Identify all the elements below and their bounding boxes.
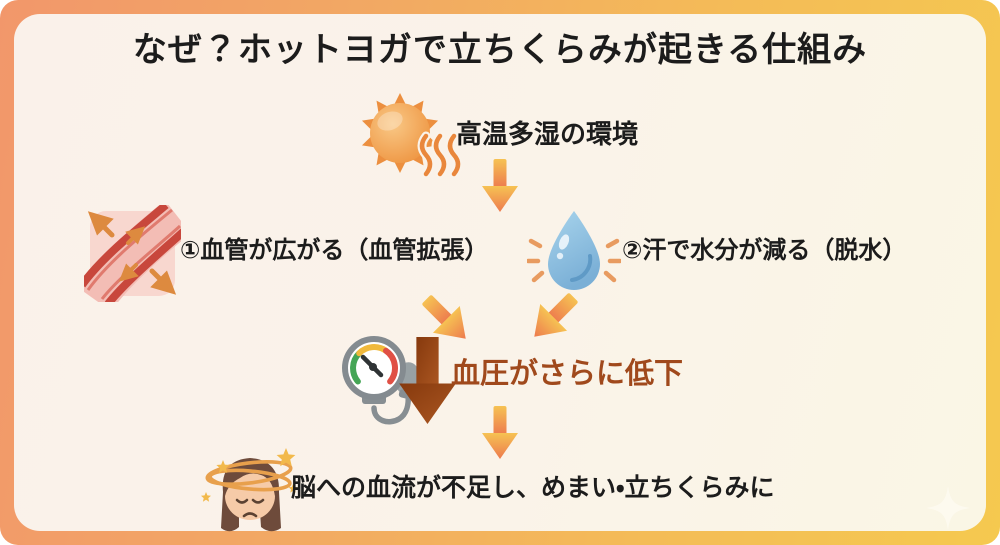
branch-left-label: ①血管が広がる（血管拡張）: [180, 237, 489, 264]
blood-pressure-gauge-icon: [336, 332, 436, 426]
outcome-label: 脳への血流が不足し、めまい・立ちくらみに: [291, 474, 775, 502]
dizzy-face-icon: [193, 440, 305, 540]
diagonal-arrow-icon: [520, 283, 588, 351]
down-arrow-icon: [481, 406, 519, 459]
sparkle-icon: [926, 486, 970, 530]
page-title: なぜ？ホットヨガで立ちくらみが起きる仕組み: [132, 31, 868, 69]
blood-vessel-icon: [84, 205, 181, 302]
diagonal-arrow-icon: [412, 285, 480, 353]
cause-label: 高温多湿の環境: [456, 119, 639, 149]
branch-right-label: ②汗で水分が減る（脱水）: [622, 237, 907, 264]
down-arrow-icon: [481, 159, 519, 212]
brown-down-arrow-icon: [399, 337, 456, 424]
result-label: 血圧がさらに低下: [451, 358, 684, 390]
water-drop-icon: [527, 206, 621, 298]
sun-icon: [354, 88, 466, 182]
